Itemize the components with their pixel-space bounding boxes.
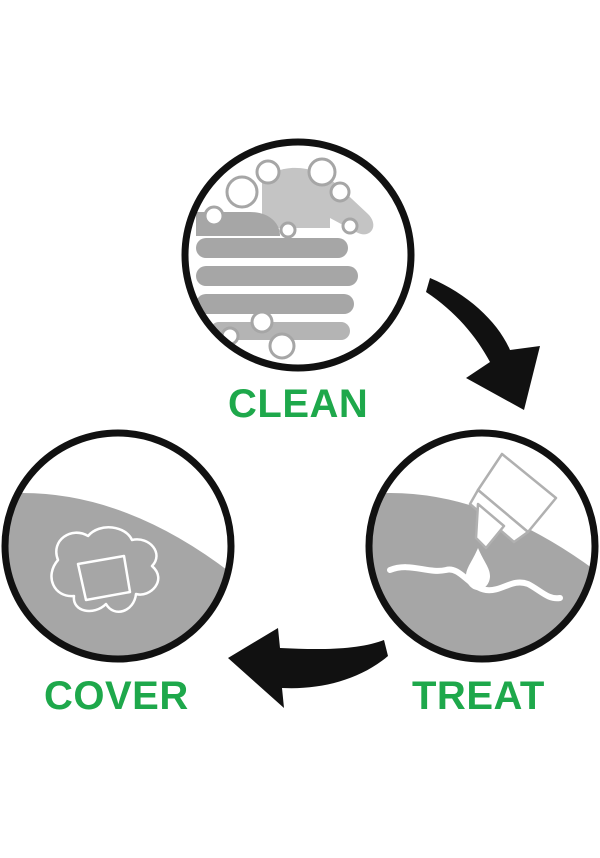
clean-step-circle: [181, 138, 415, 372]
washing-hands-icon: [196, 157, 374, 360]
curved-arrow-right-down-icon: [426, 278, 540, 410]
treat-label: TREAT: [412, 674, 545, 718]
curved-arrow-left-icon: [228, 628, 388, 708]
clean-label: CLEAN: [228, 382, 369, 426]
ointment-tube-icon: [468, 452, 558, 550]
treat-step-circle: [365, 429, 599, 663]
ointment-drop-icon: [466, 548, 490, 590]
cover-label: COVER: [44, 674, 189, 718]
bandage-icon: [50, 526, 160, 613]
wound-mark: [387, 564, 563, 602]
cover-step-circle: [1, 429, 235, 663]
